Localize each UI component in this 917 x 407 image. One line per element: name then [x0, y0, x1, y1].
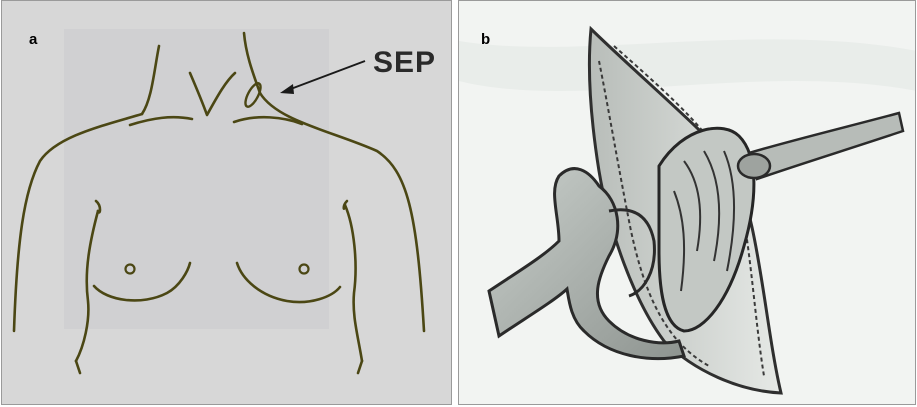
lighter-background-area [64, 29, 329, 329]
sep-label: SEP [373, 46, 436, 80]
forceps-tip [738, 154, 770, 178]
right-lower-line [358, 361, 362, 373]
panel-a-chest-diagram: a SEP [1, 0, 452, 405]
left-lower-line [76, 361, 80, 373]
panel-b-letter: b [481, 31, 490, 48]
flap-sketch-drawing [459, 1, 916, 405]
panel-b-surgical-sketch: b [458, 0, 916, 405]
panel-a-letter: a [29, 31, 37, 48]
right-torso-line [345, 205, 362, 361]
